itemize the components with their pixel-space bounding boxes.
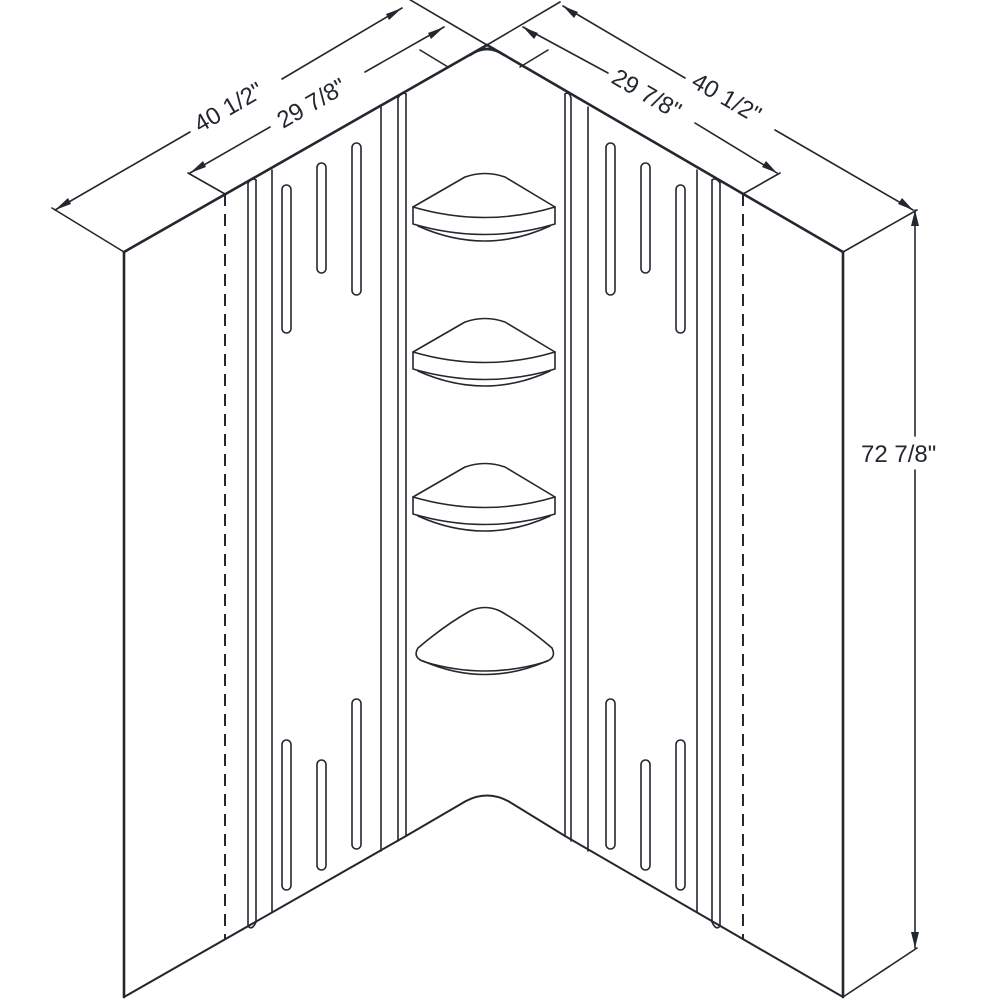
corner-shelf-1 [412,172,556,242]
left-slots-bottom [281,698,362,891]
dim-height-label: 72 7/8" [861,441,936,468]
corner-shelf-4 [415,606,555,676]
dim-left-inner-label: 29 7/8" [273,73,352,134]
right-wall-panel [485,43,845,999]
dim-right-inner-label: 29 7/8" [607,64,686,125]
left-slots-top [281,142,362,334]
bottom-corner [405,794,566,837]
right-slots-bottom [605,698,686,891]
dim-right-outer-label: 40 1/2" [687,68,766,129]
right-slots-top [605,142,686,334]
corner-shelf-2 [412,317,556,387]
dim-height: 72 7/8" [842,209,936,998]
top-corner-cap [468,47,506,57]
corner-shelf-3 [412,462,556,532]
dim-left-outer-label: 40 1/2" [190,77,269,138]
left-wall-panel [122,43,489,999]
